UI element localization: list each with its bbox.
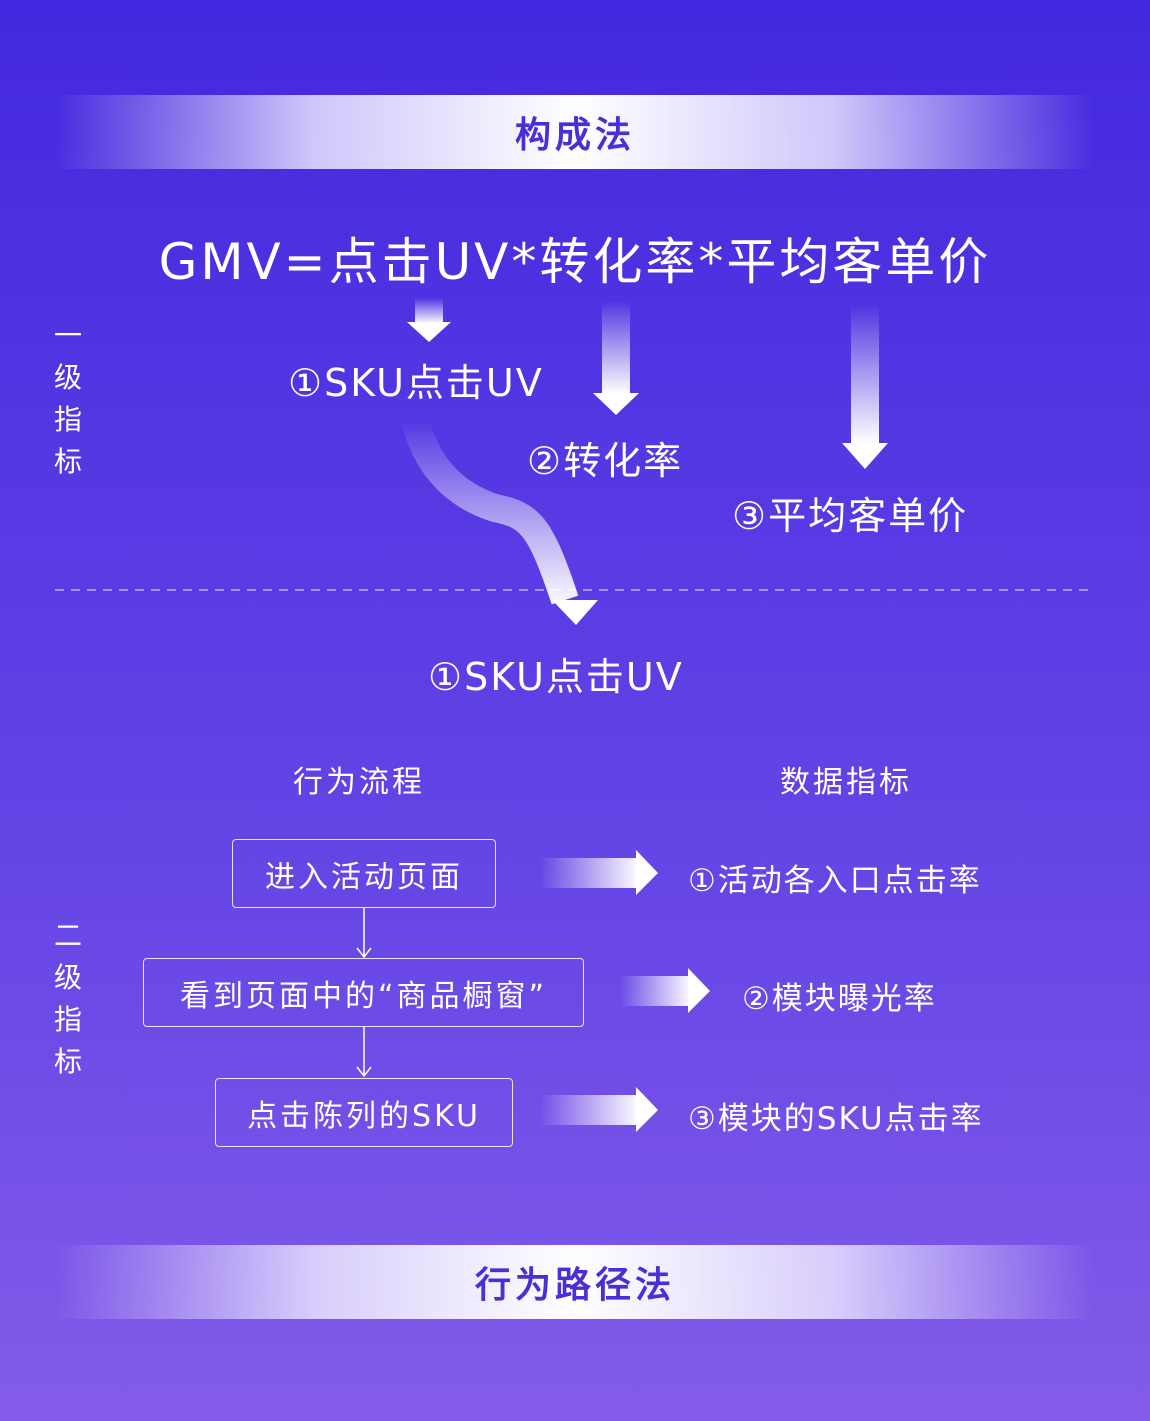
column-header-process: 行为流程 xyxy=(293,765,425,800)
level1-item-sku-uv: ①SKU点击UV xyxy=(288,361,544,405)
level1-item-conversion: ②转化率 xyxy=(527,439,684,483)
flow-arrow-icon xyxy=(356,908,372,959)
banner-title: 行为路径法 xyxy=(474,1265,675,1306)
process-step-label: 看到页面中的“商品橱窗” xyxy=(179,978,548,1014)
process-step-box: 点击陈列的SKU xyxy=(215,1078,513,1147)
arrow-right-icon xyxy=(540,850,658,895)
process-step-label: 进入活动页面 xyxy=(265,859,463,895)
level1-item-avg-price: ③平均客单价 xyxy=(732,494,969,538)
gmv-formula: GMV=点击UV*转化率*平均客单价 xyxy=(158,233,992,291)
process-step-label: 点击陈列的SKU xyxy=(247,1098,481,1134)
arrow-down-icon xyxy=(407,298,451,342)
side-label-char: 指 xyxy=(53,1003,82,1036)
metric-sku-ctr: ③模块的SKU点击率 xyxy=(688,1101,984,1137)
arrow-right-icon xyxy=(540,1087,658,1132)
column-header-metrics: 数据指标 xyxy=(780,765,912,800)
arrow-down-icon xyxy=(593,300,639,415)
side-label-char: 一 xyxy=(53,319,82,352)
side-label-char: 标 xyxy=(53,445,82,478)
side-label-char: 二 xyxy=(53,919,82,952)
arrow-right-icon xyxy=(620,968,710,1013)
curved-arrow-icon xyxy=(401,416,598,625)
metric-module-exposure: ②模块曝光率 xyxy=(742,981,937,1017)
banner-title: 构成法 xyxy=(514,115,635,156)
level2-focus-title: ①SKU点击UV xyxy=(428,655,684,699)
side-label-char: 指 xyxy=(53,403,82,436)
side-label-char: 级 xyxy=(53,361,82,394)
side-label-char: 标 xyxy=(53,1045,82,1078)
process-step-box: 看到页面中的“商品橱窗” xyxy=(143,958,584,1027)
metric-entry-ctr: ①活动各入口点击率 xyxy=(688,863,982,899)
process-step-box: 进入活动页面 xyxy=(232,839,496,908)
bottom-banner: 行为路径法 xyxy=(55,1245,1095,1319)
level2-side-label: 二 级 指 标 xyxy=(50,915,86,1083)
level1-side-label: 一 级 指 标 xyxy=(50,315,86,483)
arrow-down-icon xyxy=(842,304,888,469)
side-label-char: 级 xyxy=(53,961,82,994)
flow-arrow-icon xyxy=(356,1027,372,1078)
top-banner: 构成法 xyxy=(55,95,1095,169)
